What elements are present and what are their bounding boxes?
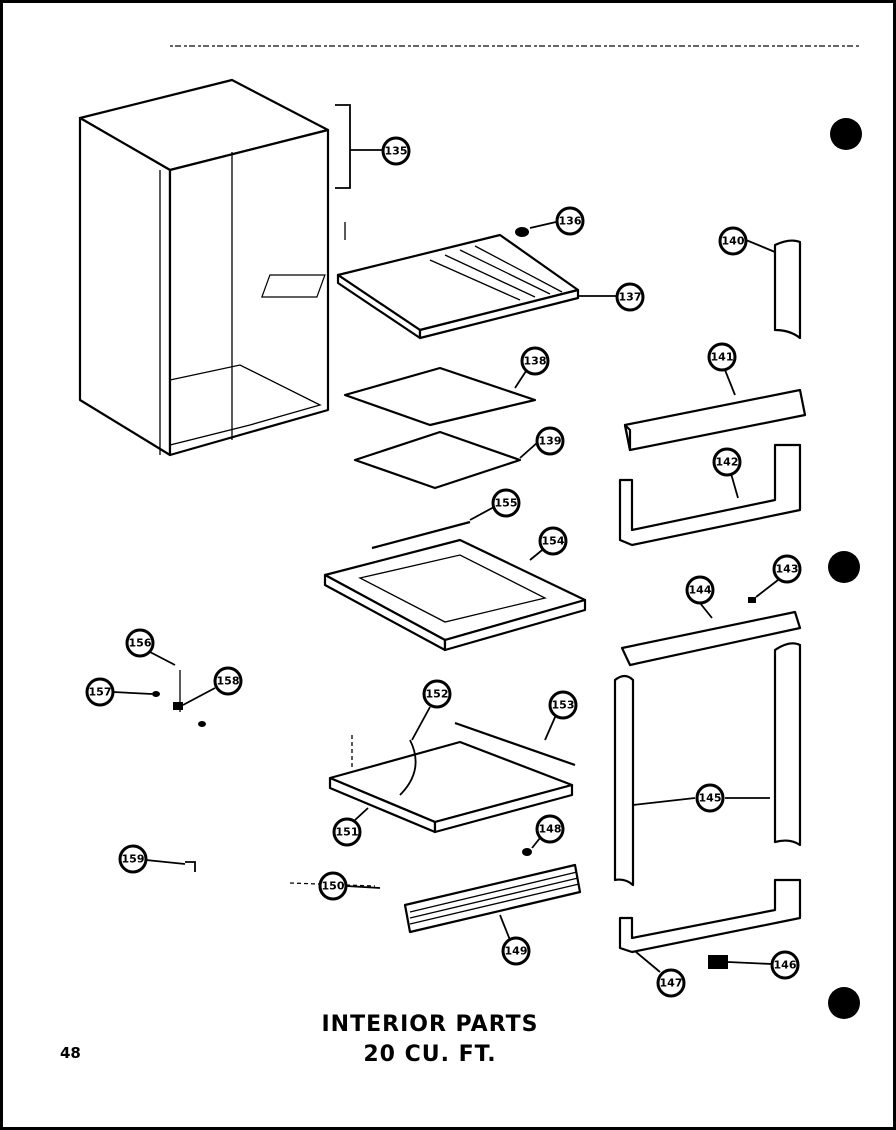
callout-label: 157 — [89, 686, 112, 699]
callout-138: 138 — [520, 346, 550, 376]
callout-label: 156 — [129, 637, 152, 650]
callout-152: 152 — [422, 679, 452, 709]
door-shelf-141 — [623, 388, 807, 452]
shelf-137 — [261, 233, 580, 340]
callout-label: 152 — [426, 688, 449, 701]
binder-hole — [828, 987, 860, 1019]
callout-142: 142 — [712, 447, 742, 477]
callout-label: 147 — [660, 977, 683, 990]
page-number: 48 — [60, 1044, 81, 1062]
binder-hole — [830, 118, 862, 150]
glass-139 — [353, 430, 522, 490]
callout-label: 140 — [722, 235, 745, 248]
bracket-135 — [335, 104, 351, 189]
callout-label: 146 — [774, 959, 797, 972]
callout-144: 144 — [685, 575, 715, 605]
crisper-frame-154 — [323, 538, 587, 652]
callout-label: 155 — [495, 497, 518, 510]
callout-158: 158 — [213, 666, 243, 696]
callout-143: 143 — [772, 554, 802, 584]
callout-label: 136 — [559, 215, 582, 228]
callout-label: 151 — [336, 826, 359, 839]
callout-label: 137 — [619, 291, 642, 304]
callout-146: 146 — [770, 950, 800, 980]
callout-136: 136 — [555, 206, 585, 236]
callout-label: 143 — [776, 563, 799, 576]
callout-label: 148 — [539, 823, 562, 836]
callout-147: 147 — [656, 968, 686, 998]
callout-label: 149 — [505, 945, 528, 958]
door-trim-140 — [773, 239, 802, 340]
door-bin-142 — [618, 443, 802, 547]
callout-139: 139 — [535, 426, 565, 456]
binder-hole — [828, 551, 860, 583]
callout-label: 142 — [716, 456, 739, 469]
door-strip-145-right — [773, 642, 802, 847]
callout-135: 135 — [381, 136, 411, 166]
diagram-subtitle: 20 CU. FT. — [363, 1042, 497, 1067]
callout-label: 138 — [524, 355, 547, 368]
callout-label: 154 — [542, 535, 565, 548]
callout-label: 139 — [539, 435, 562, 448]
callout-155: 155 — [491, 488, 521, 518]
callout-137: 137 — [615, 282, 645, 312]
callout-156: 156 — [125, 628, 155, 658]
cabinet-liner — [78, 78, 330, 457]
callout-157: 157 — [85, 677, 115, 707]
grille-149 — [403, 863, 582, 934]
callout-148: 148 — [535, 814, 565, 844]
callout-149: 149 — [501, 936, 531, 966]
door-shelf-144 — [620, 610, 802, 667]
diagram-title: INTERIOR PARTS — [321, 1012, 539, 1037]
callout-label: 158 — [217, 675, 240, 688]
callout-150: 150 — [318, 871, 348, 901]
door-strip-145-left — [613, 674, 635, 887]
callout-label: 141 — [711, 351, 734, 364]
callout-145: 145 — [695, 783, 725, 813]
callout-label: 145 — [699, 792, 722, 805]
door-bin-147 — [618, 878, 802, 954]
callout-151: 151 — [332, 817, 362, 847]
callout-154: 154 — [538, 526, 568, 556]
callout-label: 159 — [122, 853, 145, 866]
crisper-cover-138 — [343, 366, 537, 427]
callout-141: 141 — [707, 342, 737, 372]
callout-label: 153 — [552, 699, 575, 712]
callout-140: 140 — [718, 226, 748, 256]
callout-label: 135 — [385, 145, 408, 158]
callout-159: 159 — [118, 844, 148, 874]
meat-pan-151 — [328, 740, 574, 834]
callout-label: 144 — [689, 584, 712, 597]
callout-label: 150 — [322, 880, 345, 893]
callout-153: 153 — [548, 690, 578, 720]
